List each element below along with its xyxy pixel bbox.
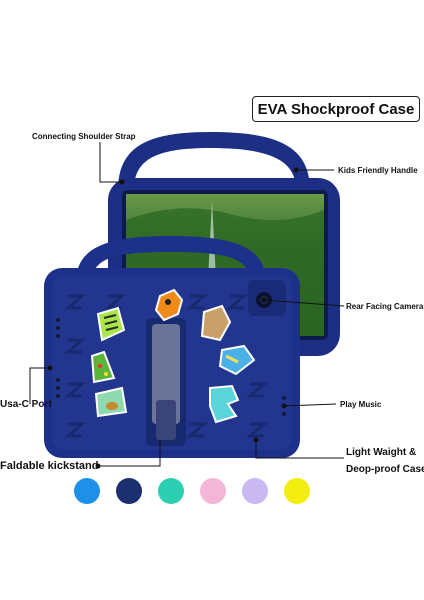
front-tablet [44, 236, 300, 458]
color-swatch-blue[interactable] [74, 478, 100, 504]
color-swatch-teal[interactable] [158, 478, 184, 504]
label-shoulder-strap: Connecting Shoulder Strap [32, 132, 136, 141]
color-swatch-pink[interactable] [200, 478, 226, 504]
label-handle: Kids Friendly Handle [338, 166, 418, 175]
label-camera: Rear Facing Camera [346, 302, 424, 311]
color-swatch-lavender[interactable] [242, 478, 268, 504]
color-swatch-navy[interactable] [116, 478, 142, 504]
product-title: EVA Shockproof Case [257, 100, 415, 118]
stickers [90, 288, 256, 424]
callout-lines [29, 142, 345, 467]
product-title-box: EVA Shockproof Case [252, 96, 420, 122]
label-drop-proof: Deop-proof Case [346, 464, 424, 475]
label-light-weight: Light Waight & [346, 447, 417, 458]
label-kickstand: Faldable kickstand [0, 460, 99, 472]
color-swatch-yellow[interactable] [284, 478, 310, 504]
label-usb-port: Usa-C Port [0, 399, 52, 410]
label-music: Play Music [340, 400, 382, 409]
